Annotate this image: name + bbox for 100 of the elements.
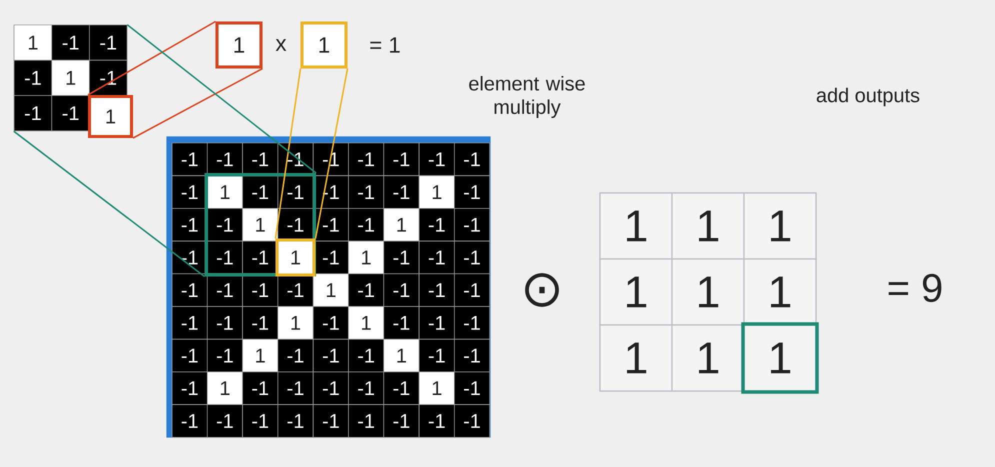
grid-cell: -1 [312,338,349,372]
caption-text: element wise multiply [469,76,585,118]
grid-cell: 1 [348,240,384,274]
grid-cell: -1 [172,175,208,209]
grid-cell: 1 [242,338,278,372]
connector-line [132,68,263,139]
grid-cell: -1 [454,404,490,438]
grid-cell: -1 [206,142,243,176]
grid-cell: -1 [14,95,52,132]
grid-cell: -1 [454,175,490,209]
connector-line [314,68,348,239]
grid-cell: -1 [312,306,349,340]
grid-cell: 1 [51,60,90,96]
grid-cell: -1 [418,306,455,340]
grid-cell: -1 [383,240,420,274]
grid-cell: -1 [418,338,455,372]
grid-cell: -1 [454,208,490,242]
grid-cell: 1 [312,273,349,307]
highlight-box [204,173,316,277]
grid-cell: -1 [51,24,90,61]
grid-cell: 1 [743,192,817,260]
connector-line [274,68,302,239]
grid-cell: -1 [172,404,208,438]
grid-cell: 1 [206,175,243,209]
grid-cell: -1 [172,240,208,274]
grid-cell: -1 [242,273,278,307]
grid-cell: -1 [348,208,384,242]
grid-cell: 1 [599,258,673,326]
connector-line [126,24,317,174]
grid-cell: 1 [242,208,278,242]
grid-cell: -1 [454,371,490,405]
grid-cell: -1 [242,240,278,274]
grid-cell: -1 [418,142,455,176]
highlight-box: 1 [215,21,263,69]
grid-cell: -1 [278,371,314,405]
grid-cell: -1 [242,371,278,405]
grid-cell: -1 [418,240,455,274]
grid-cell: -1 [89,24,128,61]
grid-cell: -1 [206,338,243,372]
grid-cell: -1 [454,240,490,274]
grid-cell: -1 [172,142,208,176]
grid-cell: 1 [671,324,745,392]
grid-cell: 1 [383,338,420,372]
grid-cell: -1 [278,338,314,372]
grid-cell: -1 [14,60,52,96]
grid-cell: 1 [418,175,455,209]
grid-cell: -1 [383,371,420,405]
grid-cell: -1 [383,142,420,176]
grid-cell: 1 [743,258,817,326]
highlight-box: 1 [741,322,819,394]
grid-cell: -1 [242,306,278,340]
grid-cell: -1 [206,240,243,274]
grid-cell: -1 [172,208,208,242]
grid-cell: 1 [206,371,243,405]
grid-cell: 1 [14,24,52,61]
grid-cell: 1 [278,306,314,340]
connector-line [88,20,216,96]
grid-cell: 1 [599,192,673,260]
operator-sign: x [276,39,286,51]
grid-cell: -1 [242,142,278,176]
grid-cell: -1 [278,404,314,438]
grid-cell: -1 [51,95,90,132]
grid-cell: -1 [348,273,384,307]
grid-cell: -1 [242,404,278,438]
grid-cell: -1 [418,273,455,307]
grid-cell: 1 [599,324,673,392]
grid-cell: -1 [278,175,314,209]
equation-result: = 1 [370,37,400,53]
grid-cell: -1 [172,371,208,405]
grid-cell: -1 [348,404,384,438]
grid-cell: -1 [348,338,384,372]
equation-result: = 9 [888,274,942,302]
grid-cell: 1 [671,258,745,326]
grid-cell: -1 [172,273,208,307]
grid-cell: -1 [172,306,208,340]
grid-cell: 1 [383,208,420,242]
grid-cell: -1 [348,142,384,176]
grid-cell: -1 [348,175,384,209]
grid-cell: 1 [418,371,455,405]
grid-cell: -1 [454,273,490,307]
grid-cell: -1 [242,175,278,209]
grid-cell: -1 [278,273,314,307]
operator-symbol: ⊙ [525,273,559,307]
grid-cell: -1 [418,404,455,438]
grid-cell: -1 [454,142,490,176]
grid-cell: -1 [348,371,384,405]
grid-cell: -1 [312,371,349,405]
grid-cell: -1 [454,338,490,372]
grid-cell: -1 [206,404,243,438]
grid-cell: 1 [348,306,384,340]
grid-cell: -1 [454,306,490,340]
grid-cell: -1 [206,208,243,242]
caption-text: add outputs [816,88,920,106]
grid-cell: -1 [206,306,243,340]
grid-cell: -1 [172,338,208,372]
grid-cell: -1 [383,306,420,340]
grid-cell: -1 [418,208,455,242]
highlight-box: 1 [88,94,134,138]
highlight-box: 1 [275,238,316,277]
grid-cell: -1 [383,175,420,209]
